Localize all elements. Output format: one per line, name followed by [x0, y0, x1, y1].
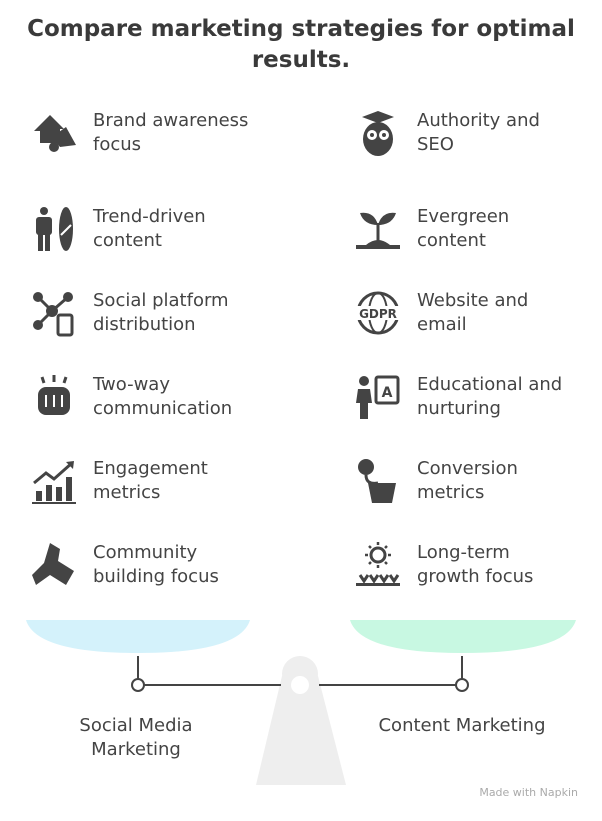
left-item-text: Two-way communication [93, 374, 233, 419]
right-item: Authority and SEO [354, 93, 577, 173]
teacher-board-icon: A [356, 375, 400, 419]
left-item: Brand awareness focus [30, 93, 253, 173]
right-item: Evergreen content [354, 189, 577, 269]
left-item-text: Brand awareness focus [93, 110, 249, 155]
fist-icon [38, 375, 70, 415]
left-item-text: Trend-driven content [93, 206, 206, 251]
page-title: Compare marketing strategies for optimal… [27, 16, 575, 73]
bar-chart-trend-icon [32, 461, 76, 504]
right-item: GDPR Website and email [354, 273, 577, 353]
right-item-text: Conversion metrics [417, 458, 518, 503]
gdpr-globe-icon: GDPR [355, 291, 401, 335]
right-item: Conversion metrics [354, 441, 577, 521]
left-item: Engagement metrics [30, 441, 253, 521]
fulcrum [256, 676, 346, 785]
funnel-conversion-icon [358, 459, 396, 503]
left-item-text: Engagement metrics [93, 458, 208, 503]
right-item: Long-term growth focus [354, 525, 577, 605]
left-label: Social Media Marketing [79, 715, 193, 760]
right-item-text: Educational and nurturing [417, 374, 563, 419]
right-item-text: Long-term growth focus [417, 542, 534, 587]
made-with-napkin-credit: Made with Napkin [479, 786, 578, 799]
sprout-icon [356, 212, 400, 249]
right-item: A Educational and nurturing [354, 357, 577, 437]
share-network-icon [33, 292, 74, 337]
left-item: Trend-driven content [30, 189, 253, 269]
svg-text:A: A [382, 385, 393, 401]
right-item-text: Authority and SEO [417, 110, 540, 155]
owl-graduate-icon [362, 111, 394, 156]
left-pivot [131, 678, 145, 692]
left-item: Two-way communication [30, 357, 253, 437]
svg-text:GDPR: GDPR [359, 307, 397, 321]
right-label: Content Marketing [378, 715, 546, 736]
right-item-text: Evergreen content [417, 206, 510, 251]
left-item: Social platform distribution [30, 273, 253, 353]
right-item-text: Website and email [417, 290, 529, 335]
left-item-text: Social platform distribution [93, 290, 229, 335]
right-pivot [455, 678, 469, 692]
person-surfboard-icon [36, 207, 73, 251]
left-item: Community building focus [30, 525, 253, 605]
joined-hands-icon [32, 543, 74, 585]
sun-growth-icon [356, 542, 400, 586]
house-megaphone-icon [34, 115, 76, 152]
right-pan [350, 620, 576, 653]
balance-scale [26, 620, 576, 785]
left-pan [26, 620, 250, 653]
left-item-text: Community building focus [93, 542, 219, 587]
